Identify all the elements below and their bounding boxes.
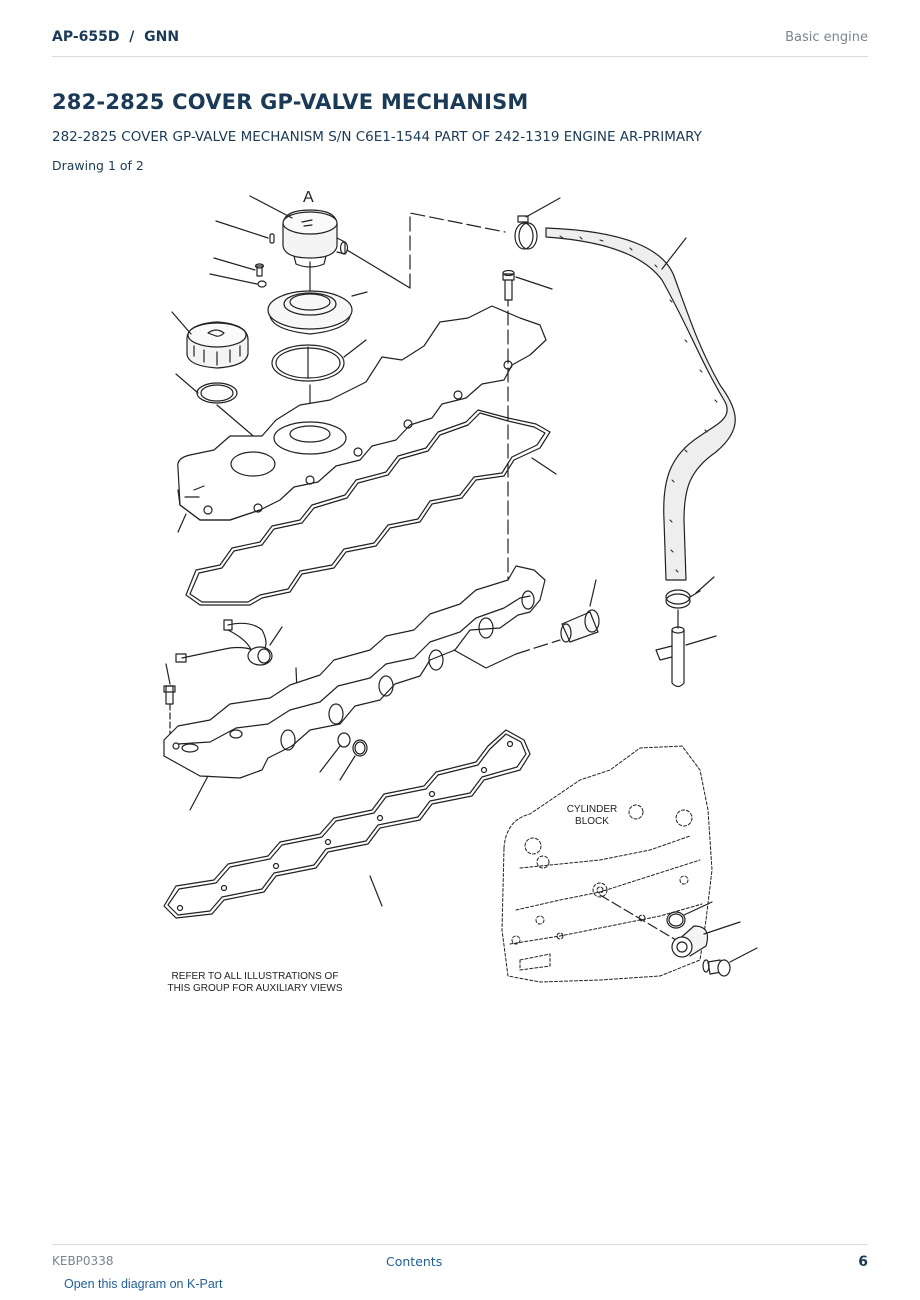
- oil-filler-cap: [186, 321, 249, 369]
- block-label-1: CYLINDER: [567, 804, 618, 815]
- page-title: 282-2825 COVER GP-VALVE MECHANISM: [52, 90, 529, 114]
- page-subtitle: 282-2825 COVER GP-VALVE MECHANISM S/N C6…: [52, 129, 702, 145]
- adapter-flange: [267, 290, 353, 335]
- lower-housing: [163, 565, 546, 779]
- parts-diagram: A: [163, 189, 758, 994]
- cylinder-block: [501, 745, 713, 983]
- bolt-small: [256, 265, 263, 277]
- injector-sleeve: [560, 609, 600, 643]
- model-breadcrumb: AP-655D / GNN: [52, 29, 180, 45]
- section-label: Basic engine: [785, 30, 868, 45]
- page-footer: KEBP0338 Contents 6: [52, 1244, 868, 1277]
- callout-a-label: A: [303, 189, 314, 206]
- seal-small-1: [337, 732, 351, 748]
- bolt-cover: [502, 269, 515, 301]
- document-code: KEBP0338: [52, 1254, 114, 1268]
- seal-small-2: [352, 739, 368, 757]
- upper-gasket: [185, 409, 551, 606]
- open-kpart-link[interactable]: Open this diagram on K-Part: [64, 1277, 223, 1291]
- washer-small: [257, 280, 267, 288]
- o-ring-large: [271, 344, 345, 382]
- drain-tube: [671, 629, 685, 688]
- contents-link[interactable]: Contents: [386, 1254, 443, 1269]
- plug-seal: [666, 911, 686, 929]
- pin: [269, 233, 275, 244]
- plug: [671, 925, 709, 958]
- sensor: [163, 685, 176, 737]
- breather-hose: [545, 227, 736, 581]
- plug-bolt: [702, 959, 731, 977]
- page-header: AP-655D / GNN Basic engine: [52, 28, 868, 57]
- lower-gasket: [163, 729, 531, 919]
- valve-cover: [177, 305, 547, 521]
- hose-clamp: [514, 215, 538, 250]
- wiring-harness: [175, 619, 273, 666]
- page-number: 6: [858, 1254, 868, 1270]
- block-label-2: BLOCK: [575, 816, 609, 827]
- lower-clamp: [665, 589, 691, 605]
- reference-note-2: THIS GROUP FOR AUXILIARY VIEWS: [167, 983, 342, 994]
- reference-note-1: REFER TO ALL ILLUSTRATIONS OF: [172, 971, 339, 982]
- drawing-label: Drawing 1 of 2: [52, 158, 144, 173]
- filler-seal: [196, 382, 238, 404]
- breather-cap: [282, 209, 349, 268]
